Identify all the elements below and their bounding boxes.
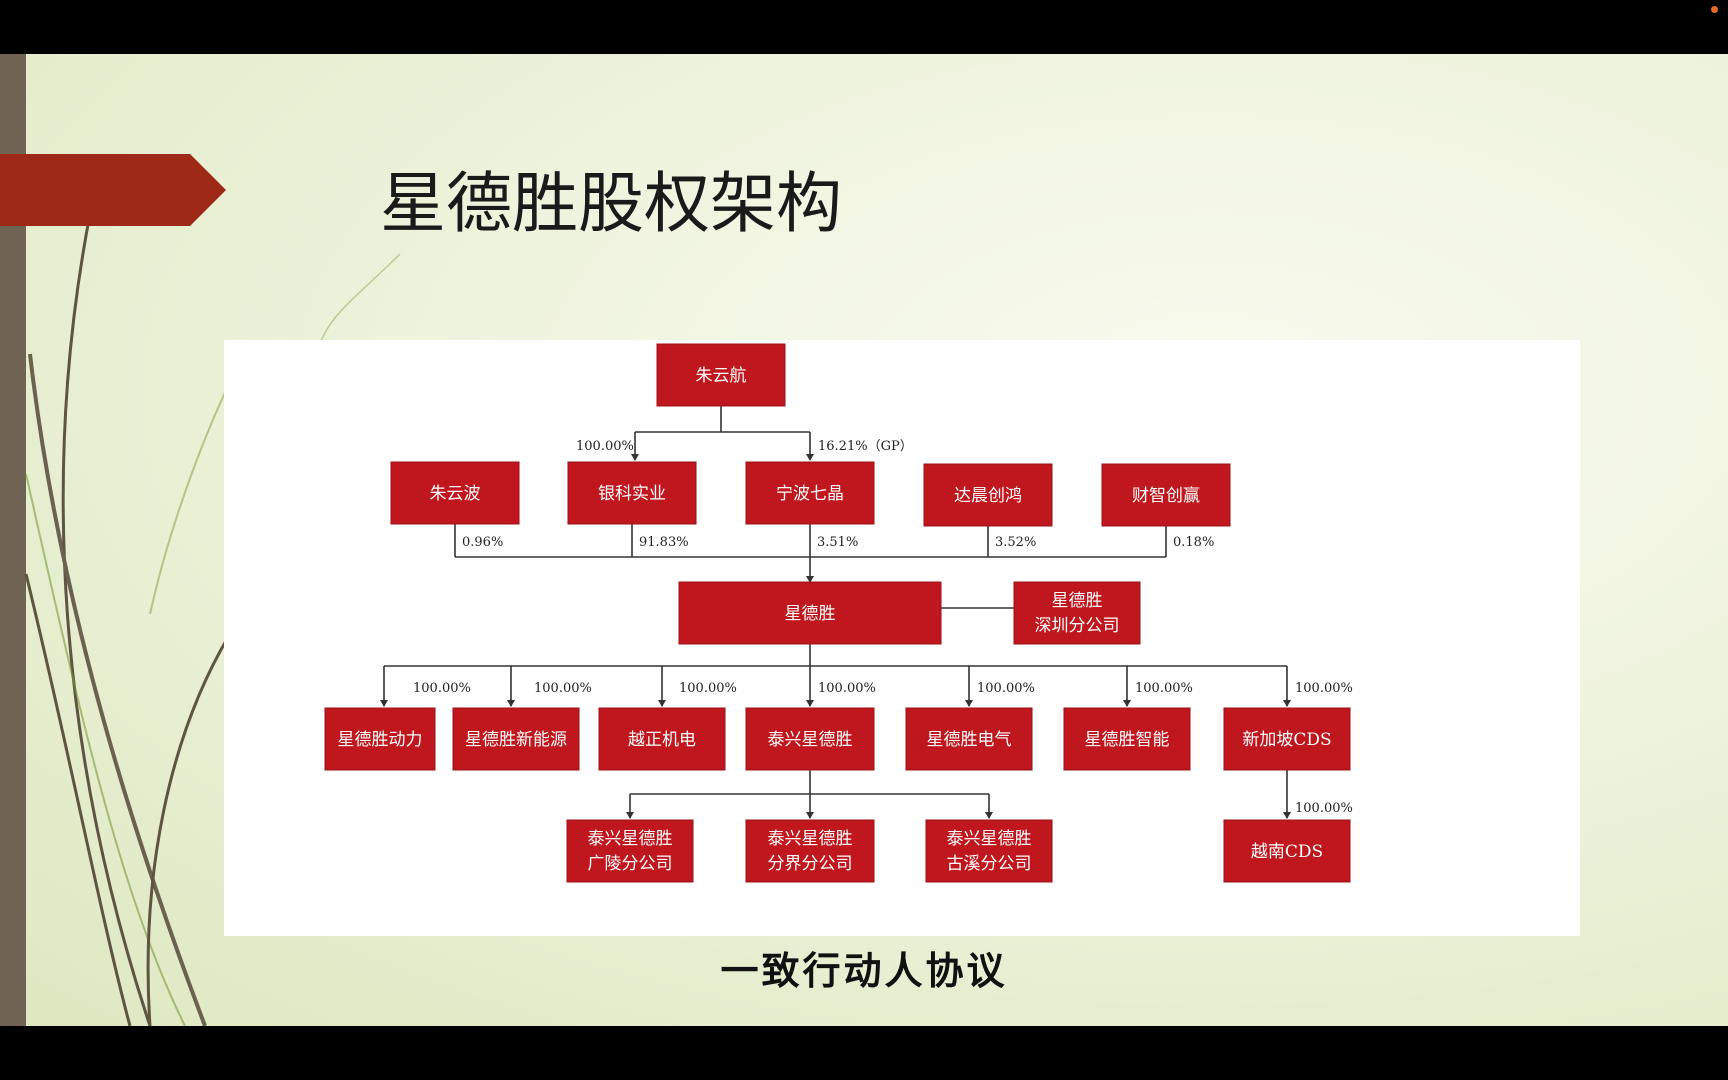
node-xds-xinnengyuan: 星德胜新能源 (452, 707, 580, 771)
node-zhu-yunhang: 朱云航 (656, 343, 786, 407)
svg-text:达晨创鸿: 达晨创鸿 (954, 486, 1022, 506)
pct-label-yinke-stake: 91.83% (639, 535, 689, 550)
pct-label-zhu-yunbo: 0.96% (462, 535, 503, 550)
connector-lines (383, 402, 1288, 818)
pct-label-sub-dianqi: 100.00% (977, 681, 1035, 696)
decorative-swooshes (24, 213, 401, 1026)
svg-text:泰兴星德胜: 泰兴星德胜 (768, 730, 853, 750)
svg-text:星德胜新能源: 星德胜新能源 (465, 730, 567, 750)
node-shenzhen-branch: 星德胜 深圳分公司 (1013, 581, 1141, 645)
node-taixing-xds: 泰兴星德胜 (745, 707, 875, 771)
pct-label-dachen: 3.52% (995, 535, 1036, 550)
svg-text:星德胜动力: 星德胜动力 (338, 730, 423, 750)
node-yuezheng-jidian: 越正机电 (598, 707, 726, 771)
svg-text:新加坡CDS: 新加坡CDS (1242, 730, 1331, 750)
pct-label-sub-vietnam: 100.00% (1295, 801, 1353, 816)
pct-label-sub-dongli: 100.00% (413, 681, 471, 696)
svg-text:银科实业: 银科实业 (598, 484, 666, 504)
svg-text:星德胜: 星德胜 (1052, 591, 1103, 611)
slide-title: 星德胜股权架构 (380, 165, 842, 242)
arrowheads (380, 454, 1291, 819)
svg-text:财智创赢: 财智创赢 (1132, 486, 1200, 506)
node-taixing-fenjie: 泰兴星德胜 分界分公司 (745, 819, 875, 883)
svg-text:泰兴星德胜: 泰兴星德胜 (768, 829, 853, 849)
pct-label-caizhi: 0.18% (1173, 535, 1214, 550)
recording-indicator-icon (1711, 6, 1718, 13)
node-yinke-shiye: 银科实业 (567, 461, 697, 525)
org-chart-panel: 朱云航 朱云波 银科实业 宁波七晶 达晨创鸿 财智创赢 (224, 340, 1580, 936)
node-dachen-chuanghong: 达晨创鸿 (923, 463, 1053, 527)
node-ningbo-qijing: 宁波七晶 (745, 461, 875, 525)
ownership-diagram: 朱云航 朱云波 银科实业 宁波七晶 达晨创鸿 财智创赢 (324, 343, 1353, 883)
svg-text:泰兴星德胜: 泰兴星德胜 (588, 829, 673, 849)
svg-text:广陵分公司: 广陵分公司 (588, 854, 673, 874)
node-taixing-guangling: 泰兴星德胜 广陵分公司 (566, 819, 694, 883)
slide-caption: 一致行动人协议 (720, 949, 1008, 993)
svg-text:越正机电: 越正机电 (628, 730, 696, 750)
svg-text:朱云波: 朱云波 (430, 484, 481, 504)
pct-label-sub-singapore: 100.00% (1295, 681, 1353, 696)
pct-label-ningbo: 16.21%（GP） (818, 439, 913, 454)
pct-label-sub-yuezheng: 100.00% (679, 681, 737, 696)
node-caizhi-chuangying: 财智创赢 (1101, 463, 1231, 527)
pct-label-sub-xinnengyuan: 100.00% (534, 681, 592, 696)
title-arrow-tab (0, 154, 226, 226)
node-taixing-guxi: 泰兴星德胜 古溪分公司 (925, 819, 1053, 883)
svg-text:分界分公司: 分界分公司 (768, 854, 853, 874)
node-xds-zhineng: 星德胜智能 (1063, 707, 1191, 771)
slide: 星德胜股权架构 (0, 54, 1728, 1026)
pct-label-yinke: 100.00% (576, 439, 634, 454)
svg-text:朱云航: 朱云航 (696, 366, 747, 386)
pct-label-sub-taixing: 100.00% (818, 681, 876, 696)
node-singapore-cds: 新加坡CDS (1223, 707, 1351, 771)
svg-text:星德胜智能: 星德胜智能 (1085, 730, 1170, 750)
node-xds-dianqi: 星德胜电气 (905, 707, 1033, 771)
svg-text:深圳分公司: 深圳分公司 (1035, 616, 1120, 636)
svg-text:宁波七晶: 宁波七晶 (776, 484, 844, 504)
svg-text:古溪分公司: 古溪分公司 (947, 854, 1032, 874)
svg-text:泰兴星德胜: 泰兴星德胜 (947, 829, 1032, 849)
pct-label-ningbo-stake: 3.51% (817, 535, 858, 550)
svg-text:越南CDS: 越南CDS (1251, 842, 1323, 862)
pct-label-sub-zhineng: 100.00% (1135, 681, 1193, 696)
node-xingdesheng: 星德胜 (678, 581, 942, 645)
node-xds-dongli: 星德胜动力 (324, 707, 436, 771)
arrow-tab-shape (0, 154, 226, 226)
node-zhu-yunbo: 朱云波 (390, 461, 520, 525)
node-vietnam-cds: 越南CDS (1223, 819, 1351, 883)
svg-text:星德胜: 星德胜 (785, 604, 836, 624)
svg-text:星德胜电气: 星德胜电气 (927, 730, 1012, 750)
